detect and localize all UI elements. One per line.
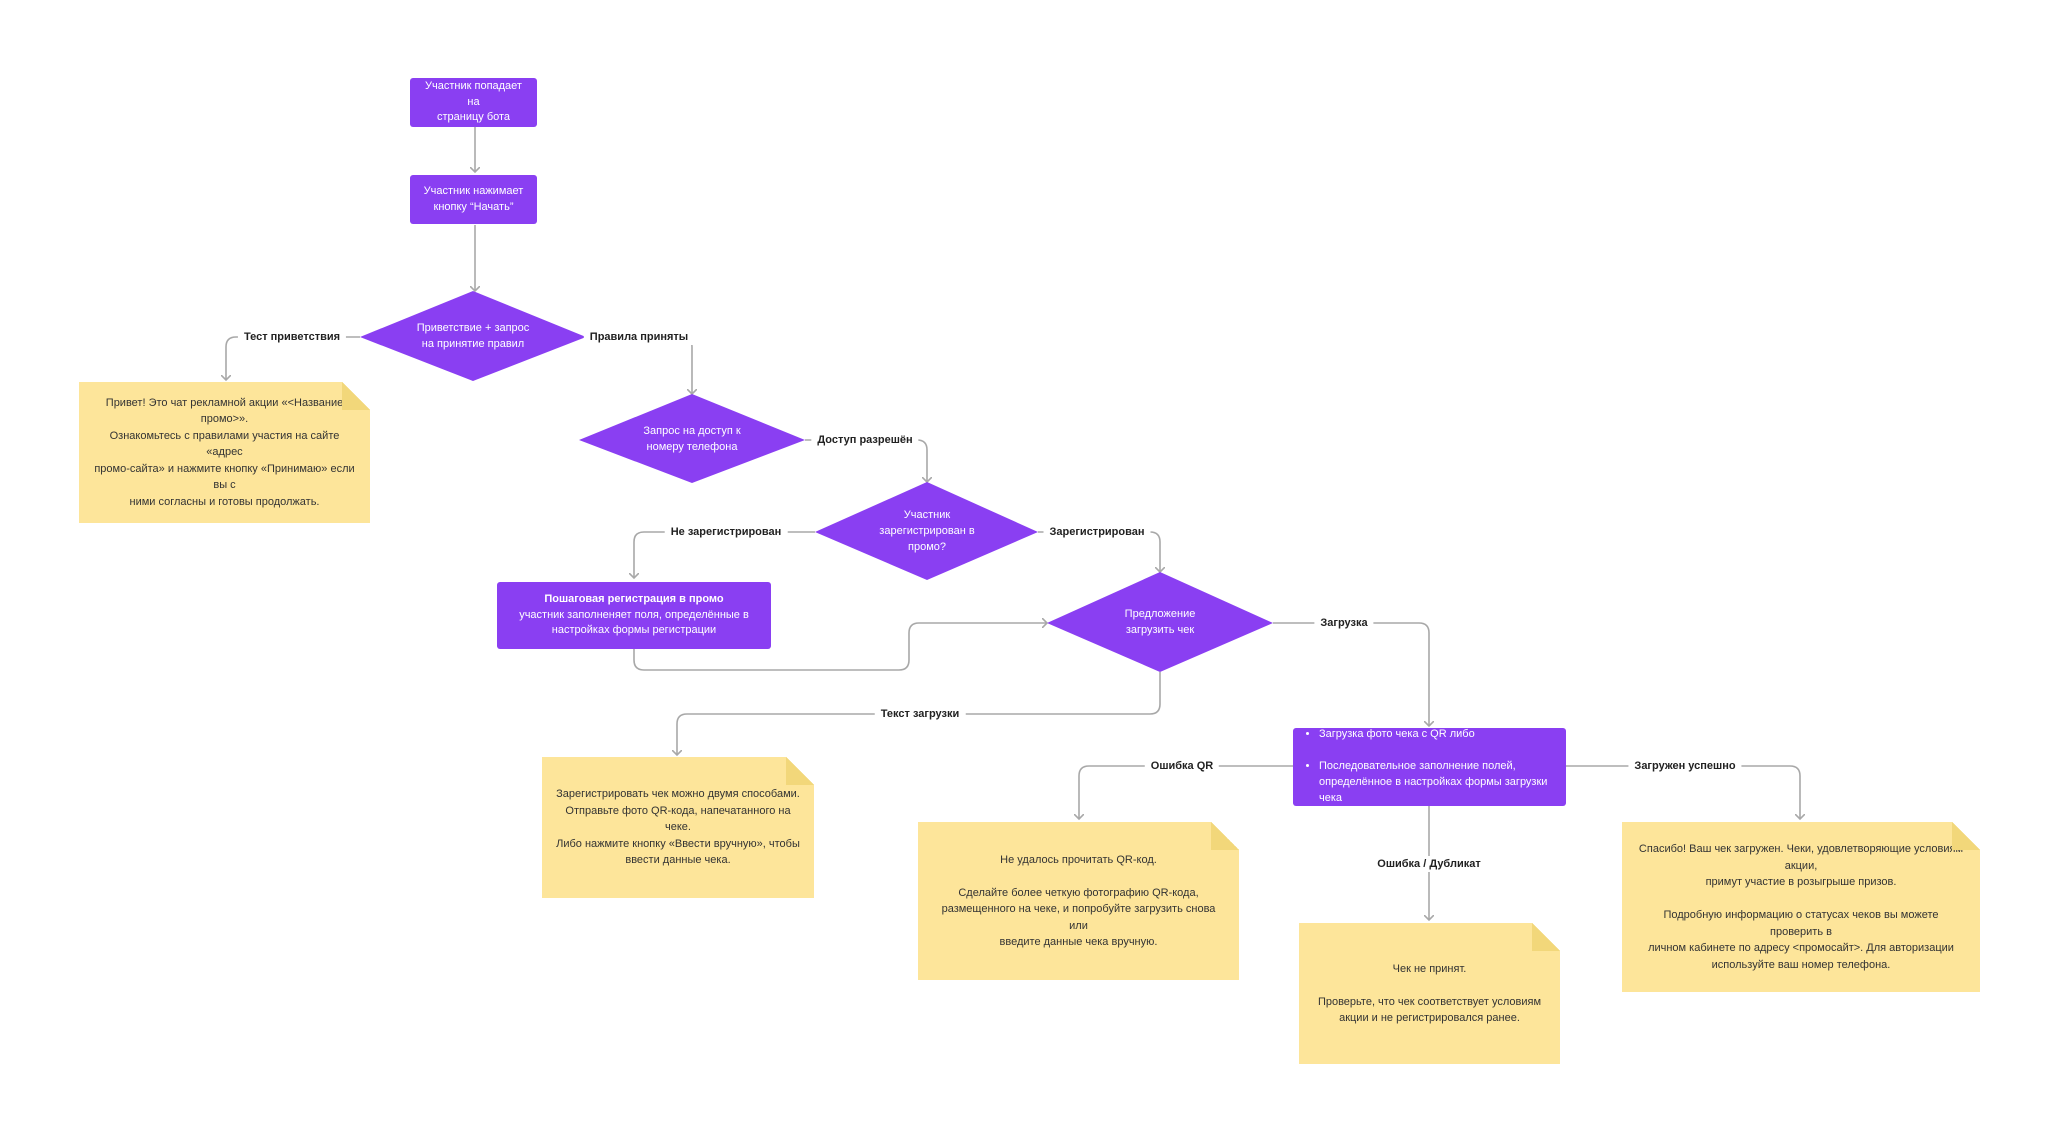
edge-label-upload-text: Текст загрузки bbox=[874, 706, 966, 722]
note-rejected-fold bbox=[1532, 923, 1560, 951]
edge-upload-to-success bbox=[1565, 765, 1800, 819]
note-success-fold bbox=[1952, 822, 1980, 850]
note-welcome-text: Привет! Это чат рекламной акции «<Назван… bbox=[94, 396, 355, 508]
edge-upload-to-qr-note bbox=[1079, 765, 1293, 819]
node-registration-text: участник заполненяет поля, определённые … bbox=[519, 608, 749, 637]
edge-label-upload: Загрузка bbox=[1314, 615, 1374, 631]
decision-welcome-label: Приветствие + запрос на принятие правил bbox=[416, 322, 530, 350]
note-upload-fold bbox=[786, 757, 814, 785]
edge-label-welcome-text: Тест приветствия bbox=[237, 329, 347, 345]
edge-registered-to-registration bbox=[634, 531, 815, 578]
edge-label-qr-error: Ошибка QR bbox=[1144, 758, 1220, 774]
edge-label-error-duplicate: Ошибка / Дубликат bbox=[1371, 856, 1487, 872]
note-success-text: Спасибо! Ваш чек загружен. Чеки, удовлет… bbox=[1638, 843, 1964, 971]
note-rejected: Чек не принят. Проверьте, что чек соотве… bbox=[1299, 923, 1560, 1064]
note-qr-error: Не удалось прочитать QR-код. Сделайте бо… bbox=[918, 822, 1239, 980]
edge-label-not-registered: Не зарегистрирован bbox=[664, 524, 788, 540]
decision-registered bbox=[815, 482, 1038, 580]
decision-phone-access bbox=[579, 394, 805, 483]
edge-label-rules-accepted: Правила приняты bbox=[583, 329, 695, 345]
node-press-start: Участник нажимает кнопку “Начать” bbox=[410, 175, 537, 224]
edge-offer-to-upload bbox=[1273, 622, 1429, 726]
note-upload-text: Зарегистрировать чек можно двумя способа… bbox=[556, 788, 800, 867]
note-success: Спасибо! Ваш чек загружен. Чеки, удовлет… bbox=[1622, 822, 1980, 992]
node-registration-title: Пошаговая регистрация в промо bbox=[544, 592, 724, 605]
edge-registration-to-offer bbox=[633, 623, 1047, 671]
decision-phone-label: Запрос на доступ к номеру телефона bbox=[643, 425, 741, 453]
upload-option-qr: Загрузка фото чека с QR либо bbox=[1319, 727, 1556, 743]
decision-registered-label: Участник зарегистрирован в промо? bbox=[879, 509, 975, 553]
note-rejected-text: Чек не принят. Проверьте, что чек соотве… bbox=[1317, 962, 1542, 1024]
node-registration: Пошаговая регистрация в промо участник з… bbox=[497, 582, 771, 649]
node-start-text: Участник попадает на страницу бота bbox=[425, 79, 522, 124]
node-start: Участник попадает на страницу бота bbox=[410, 78, 537, 127]
edge-label-uploaded-ok: Загружен успешно bbox=[1628, 758, 1742, 774]
edge-label-access-granted: Доступ разрешён bbox=[811, 432, 919, 448]
decision-upload-offer bbox=[1047, 572, 1273, 672]
node-press-start-text: Участник нажимает кнопку “Начать” bbox=[423, 184, 524, 213]
note-welcome: Привет! Это чат рекламной акции «<Назван… bbox=[79, 382, 370, 523]
node-upload: Загрузка фото чека с QR либо Последовате… bbox=[1293, 728, 1566, 806]
edge-label-registered: Зарегистрирован bbox=[1043, 524, 1151, 540]
upload-option-manual: Последовательное заполнение полей, опред… bbox=[1319, 759, 1556, 807]
upload-options-list: Загрузка фото чека с QR либо Последовате… bbox=[1303, 711, 1556, 823]
note-upload: Зарегистрировать чек можно двумя способа… bbox=[542, 757, 814, 898]
edge-welcome-to-note bbox=[226, 336, 360, 380]
note-welcome-fold bbox=[342, 382, 370, 410]
decision-welcome bbox=[360, 291, 586, 381]
note-qr-error-fold bbox=[1211, 822, 1239, 850]
decision-upload-offer-label: Предложение загрузить чек bbox=[1124, 608, 1196, 636]
note-qr-error-text: Не удалось прочитать QR-код. Сделайте бо… bbox=[941, 853, 1216, 948]
